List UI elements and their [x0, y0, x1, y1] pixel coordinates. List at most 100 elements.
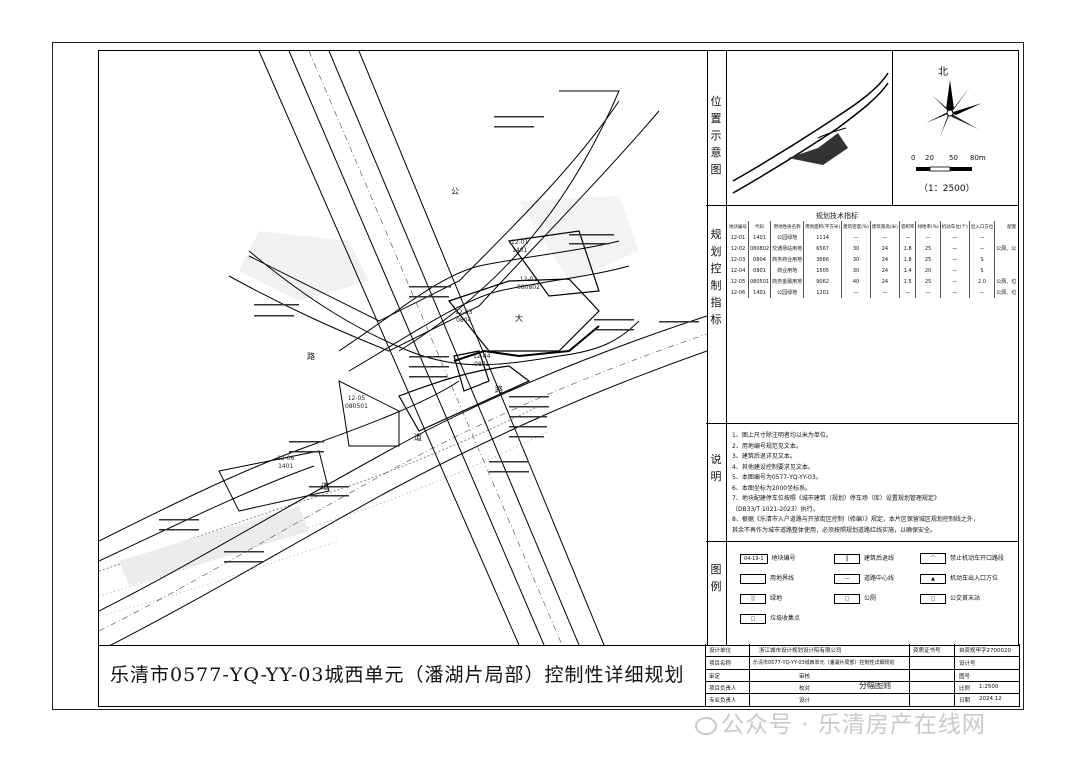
table-cell [994, 254, 1016, 265]
table-header-cell: 建筑密度(%) [841, 221, 871, 232]
table-cell: — [870, 232, 900, 243]
notes-list: 1、图上尺寸除注明者均以米为单位。 2、用地编号规范见文本。 3、建筑后退详见文… [732, 431, 1014, 536]
table-cell: 30 [841, 243, 871, 254]
note-item: 3、建筑后退详见文本。 [732, 453, 796, 460]
design-unit-label: 设计单位 [709, 648, 732, 654]
table-cell: 25 [915, 243, 941, 254]
table-cell: 1.8 [899, 254, 917, 265]
note-item: 7、地块配建停车位按照《城市建筑（规划）停车场（库）设置规划管理规定》 [732, 495, 940, 502]
table-cell: — [940, 243, 970, 254]
road-word: 公 [451, 187, 459, 196]
table-cell: 12-02 [728, 243, 749, 254]
role-leader: 项目负责人 [709, 686, 737, 692]
table-cell: 20 [915, 265, 941, 276]
table-header-cell: 配套设施 [994, 221, 1016, 232]
table-header-cell: 出入口方位 [969, 221, 996, 232]
project-name: 乐清市0577-YQ-YY-03城西单元（潘湖片局部）控制性详细规划 [753, 660, 895, 666]
role-sheet: 图号 [959, 674, 971, 680]
table-row: 12-02080802交通场站用地656730241.825——公厕、公交首末站… [728, 243, 1016, 254]
road-word: 路 [495, 385, 503, 394]
table-cell: — [841, 232, 871, 243]
table-row: 12-05080501商务金融用地906240241.525—2.0公厕、垃圾收… [728, 276, 1016, 287]
table-header-cell: 机动车位(个) [940, 221, 970, 232]
table-cell: 12-04 [728, 265, 749, 276]
table-cell: 商业用地 [770, 265, 805, 276]
location-label: 位置示意图 [710, 95, 722, 176]
index-table-title: 规划技术指标 [816, 212, 858, 220]
note-item: 8、根据《乐清市入户道路与开放街区控制（修编）》规定，本片区保留城区规划控制线之… [732, 516, 979, 523]
table-cell: 9062 [803, 276, 843, 287]
road-word: 大 [515, 314, 523, 323]
table-cell: 080501 [748, 276, 772, 287]
table-cell: — [841, 287, 871, 298]
table-cell: 30 [841, 265, 871, 276]
cert-label: 资质证书号 [913, 648, 941, 654]
cert-value: 自资规甲字2700020 [959, 648, 1011, 654]
table-cell: — [899, 287, 917, 298]
table-cell: — [899, 232, 917, 243]
table-cell: 1.8 [899, 243, 917, 254]
table-cell: 1.5 [899, 276, 917, 287]
note-item: 1、图上尺寸除注明者均以米为单位。 [732, 432, 832, 439]
table-cell: 交通场站用地 [770, 243, 805, 254]
table-cell: — [940, 276, 970, 287]
scale-tick-0: 0 [911, 154, 916, 162]
table-cell: 24 [870, 276, 900, 287]
design-no-label: 设计号 [959, 661, 976, 667]
table-cell: 公园绿地 [770, 232, 805, 243]
note-item: （DB33/T 1021-2023）执行。 [732, 505, 819, 513]
legend-toilet: □公厕 [834, 593, 876, 604]
table-cell: 080802 [748, 243, 772, 254]
role-date: 日期 [959, 698, 971, 704]
role-design: 设计 [799, 698, 811, 704]
table-cell: 公厕、垃圾收集点 [994, 287, 1016, 298]
table-cell: 1505 [803, 265, 843, 276]
table-cell: S [969, 265, 996, 276]
table-cell: — [870, 287, 900, 298]
legend-setback: ┃建筑后退线 [834, 553, 894, 564]
table-cell: — [940, 287, 970, 298]
table-cell: 12-06 [728, 287, 749, 298]
legend-bus-station: □公交首末站 [920, 593, 980, 604]
scale-ratio: （1：2500） [919, 184, 975, 194]
table-cell: 1114 [803, 232, 843, 243]
north-label: 北 [938, 67, 948, 78]
table-cell [994, 232, 1016, 243]
table-cell: 公厕、垃圾收集点 [994, 276, 1016, 287]
note-item: 其余不再作为城市道路整体使用，必须按照规划道路红线实施，以确保安全。 [732, 526, 937, 534]
table-cell: 1201 [803, 287, 843, 298]
table-cell: 0801 [748, 265, 772, 276]
table-cell: — [915, 287, 941, 298]
drawing-title: 分幅图则 [859, 681, 891, 690]
table-cell: 25 [915, 276, 941, 287]
legend-centerline: —道路中心线 [834, 573, 894, 584]
role-check: 校对 [799, 686, 811, 692]
table-cell: 0804 [748, 254, 772, 265]
table-cell: 12-01 [728, 232, 749, 243]
table-cell: 公厕、公交首末站 [994, 243, 1016, 254]
table-cell: — [940, 265, 970, 276]
table-header-cell: 用地性质名称 [770, 221, 805, 232]
index-table: 地块编号代码用地性质名称用地面积(平方米)建筑密度(%)建筑限高(米)容积率绿地… [728, 221, 1016, 421]
info-panel: 位置示意图 北 0 20 50 80m （1：2500） 规划控制指标 规划技术… [706, 50, 1019, 646]
table-cell: 2.0 [969, 276, 996, 287]
table-cell: 1401 [748, 287, 772, 298]
location-minimap [732, 72, 889, 194]
table-cell: — [969, 243, 996, 254]
table-header-cell: 用地面积(平方米) [803, 221, 843, 232]
table-cell: — [969, 287, 996, 298]
table-header-cell: 建筑限高(米) [870, 221, 900, 232]
legend-green: ░绿地 [740, 593, 782, 604]
table-header-cell: 绿地率(%) [915, 221, 941, 232]
scale-value: 1:2500 [979, 684, 999, 690]
drawing-sheet-border [52, 42, 1024, 710]
